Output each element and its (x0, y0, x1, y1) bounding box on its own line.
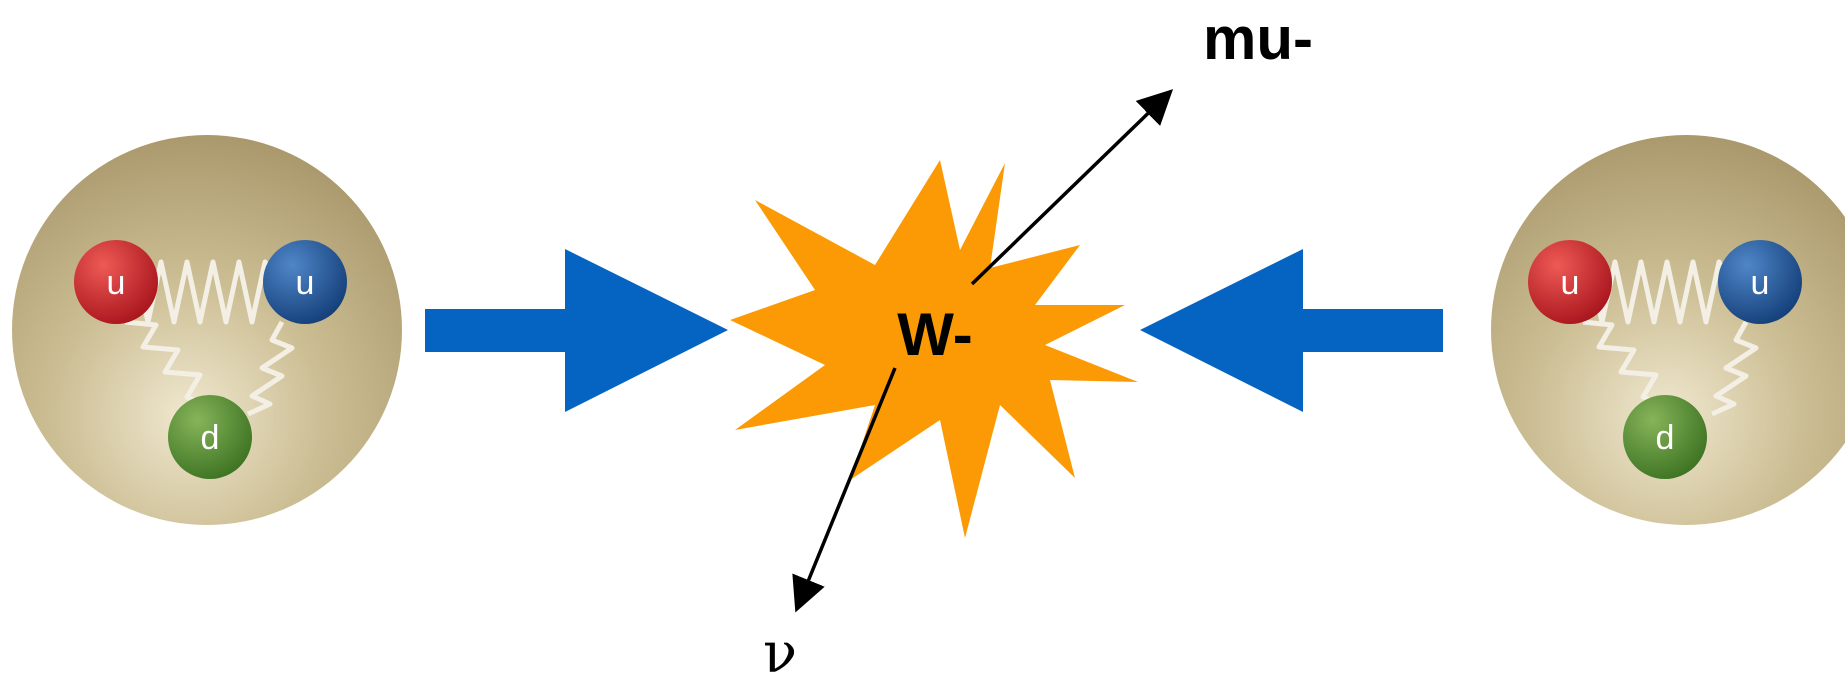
quark-label: u (1561, 264, 1580, 302)
neutrino-label: ν (763, 621, 797, 680)
left-proton: u u d (12, 135, 402, 525)
quark-label: d (201, 419, 220, 457)
quark-up-red: u (74, 240, 158, 324)
gluon-springs (119, 259, 295, 417)
collision-burst (730, 160, 1138, 538)
muon-label: mu- (1203, 5, 1313, 72)
w-boson-label: W- (897, 301, 972, 368)
quark-label: u (1751, 264, 1770, 302)
proton-body (1491, 135, 1845, 525)
beam-arrow-left (1140, 249, 1443, 412)
neutrino-track (792, 367, 897, 613)
right-proton: u u d (1491, 135, 1845, 525)
proton-body (12, 135, 402, 525)
gluon-springs (1573, 259, 1759, 417)
quark-up-blue: u (1718, 240, 1802, 324)
quark-label: d (1656, 419, 1675, 457)
quark-down-green: d (1623, 395, 1707, 479)
quark-up-red: u (1528, 240, 1612, 324)
muon-track (970, 89, 1174, 286)
beam-arrow-right (425, 249, 728, 412)
quark-down-green: d (168, 395, 252, 479)
quark-up-blue: u (263, 240, 347, 324)
quark-label: u (107, 264, 126, 302)
quark-label: u (296, 264, 315, 302)
